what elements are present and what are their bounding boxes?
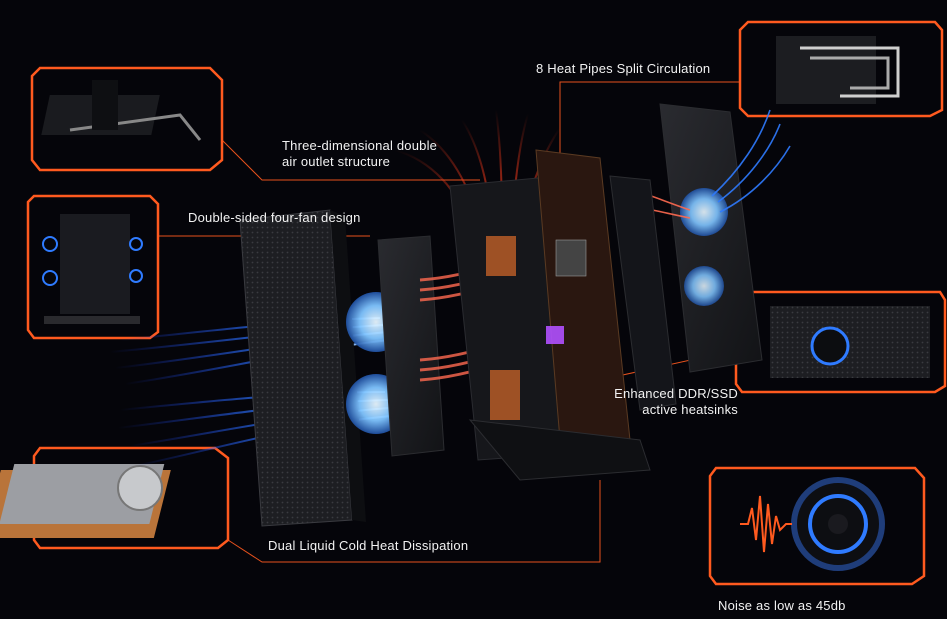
- inset-liquid-cold-chip: [0, 464, 171, 538]
- inset-ssd-heatsink: [770, 306, 930, 378]
- callout-liquid-cold: Dual Liquid Cold Heat Dissipation: [268, 538, 469, 553]
- base-plate: [468, 419, 651, 481]
- front-mesh-panel: [239, 209, 366, 527]
- callout-heat-pipes: 8 Heat Pipes Split Circulation: [536, 61, 711, 76]
- callout-air-outlet: Three-dimensional double air outlet stru…: [282, 138, 438, 169]
- inset-heat-pipe-board: [776, 36, 900, 104]
- rear-bracket: [609, 175, 677, 411]
- fan-icon: [684, 266, 724, 306]
- callout-four-fan: Double-sided four-fan design: [188, 210, 361, 225]
- right-panel: [619, 103, 791, 373]
- callout-noise: Noise as low as 45db: [718, 598, 846, 613]
- inset-heatsink-pipes: [41, 80, 202, 141]
- callout-ddr-ssd: Enhanced DDR/SSD active heatsinks: [614, 386, 738, 417]
- inset-noise-fan: [740, 477, 885, 571]
- inset-four-fan-chassis: [42, 214, 143, 324]
- fan-bracket: [377, 235, 445, 457]
- sound-wave-icon: [740, 495, 792, 553]
- fan-icon: [680, 188, 728, 236]
- inset-frames: [26, 20, 947, 586]
- motherboard: [535, 149, 631, 441]
